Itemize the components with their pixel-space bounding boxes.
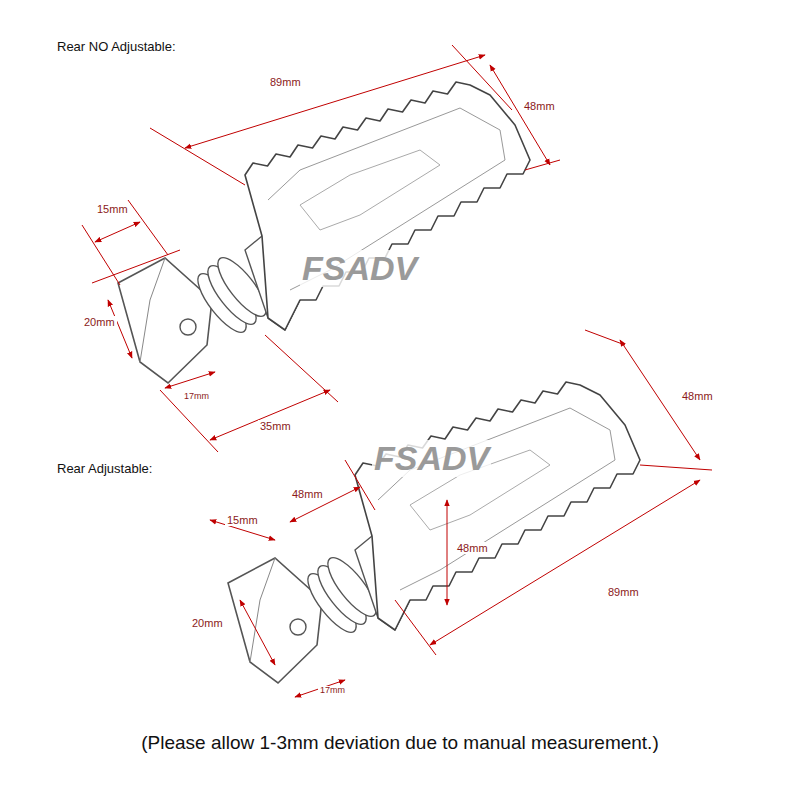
dimension-lines xyxy=(82,45,712,697)
dimension-label: 17mm xyxy=(318,686,347,696)
dimension-label: 35mm xyxy=(258,420,293,432)
section-heading: Rear NO Adjustable: xyxy=(55,40,178,54)
caption: (Please allow 1-3mm deviation due to man… xyxy=(0,733,800,754)
dimension-label: 89mm xyxy=(606,586,641,598)
dimension-label: 48mm xyxy=(522,100,557,112)
dimension-label: 48mm xyxy=(680,390,715,402)
dimension-label: 15mm xyxy=(95,203,130,215)
dimension-label: 17mm xyxy=(182,392,211,402)
dimension-label: 15mm xyxy=(225,514,260,526)
footpeg-adjustable xyxy=(228,382,640,683)
dimension-label: 48mm xyxy=(290,488,325,500)
watermark: FSADV xyxy=(300,250,419,287)
footpeg-fixed xyxy=(118,82,530,383)
dimension-label: 89mm xyxy=(268,76,303,88)
dimension-label: 20mm xyxy=(82,316,117,328)
dimension-label: 20mm xyxy=(190,617,225,629)
dimension-label: 48mm xyxy=(455,542,490,554)
section-heading: Rear Adjustable: xyxy=(55,462,154,476)
watermark: FSADV xyxy=(372,440,491,477)
